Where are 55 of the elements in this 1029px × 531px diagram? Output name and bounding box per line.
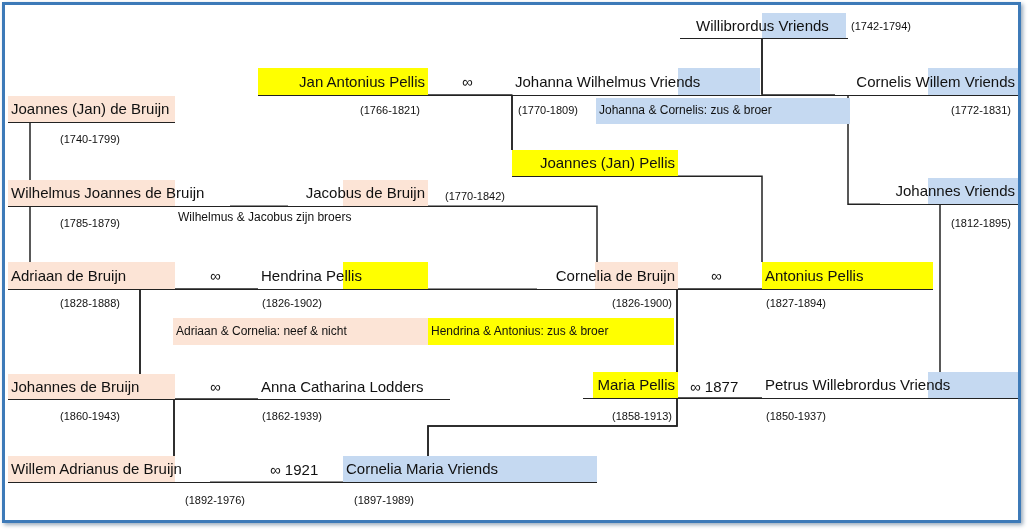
family-line (174, 288, 259, 290)
family-line (427, 205, 598, 263)
person-name: Johannes de Bruijn (8, 374, 175, 400)
note-banner: Johanna & Cornelis: zus & broer (596, 98, 850, 124)
date-label: (1826-1900) (612, 297, 672, 309)
person-name: Antonius Pellis (762, 262, 933, 290)
person-name: Joannes (Jan) Pellis (512, 150, 678, 177)
family-line (427, 288, 538, 290)
family-line (511, 95, 513, 151)
family-line (677, 397, 763, 399)
family-line (29, 206, 31, 263)
person-name: Cornelis Willem Vriends (835, 68, 1018, 96)
date-label: (1850-1937) (766, 410, 826, 422)
marriage-symbol: ∞ (462, 72, 473, 92)
person-name: Cornelia Maria Vriends (343, 456, 597, 483)
date-label: (1828-1888) (60, 297, 120, 309)
person-name: Jan Antonius Pellis (258, 68, 428, 96)
date-label: (1862-1939) (262, 410, 322, 422)
date-label: (1860-1943) (60, 410, 120, 422)
person-name: Anna Catharina Lodders (258, 374, 450, 400)
family-line (174, 398, 259, 400)
date-label: (1827-1894) (766, 297, 826, 309)
family-line (761, 94, 836, 96)
person-name: Johanna Wilhelmus Vriends (512, 68, 762, 96)
date-label: (1772-1831) (951, 104, 1011, 116)
date-label: (1770-1809) (518, 104, 578, 116)
date-label: (1785-1879) (60, 217, 120, 229)
date-label: (1742-1794) (851, 20, 911, 32)
marriage-symbol: ∞ (210, 266, 221, 286)
note-text: Wilhelmus & Jacobus zijn broers (178, 210, 352, 224)
note-banner: Adriaan & Cornelia: neef & nicht (173, 318, 428, 345)
family-line (427, 94, 513, 96)
family-line (209, 481, 344, 483)
person-name: Willibrordus Vriends (680, 13, 848, 39)
date-label: (1766-1821) (360, 104, 420, 116)
date-label: (1897-1989) (354, 494, 414, 506)
marriage-symbol: ∞ 1921 (270, 460, 319, 480)
person-name: Joannes (Jan) de Bruijn (8, 96, 175, 123)
person-name: Petrus Willebrordus Vriends (762, 372, 1018, 399)
date-label: (1858-1913) (612, 410, 672, 422)
marriage-symbol: ∞ (711, 266, 722, 286)
family-line (677, 288, 763, 290)
person-name: Adriaan de Bruijn (8, 262, 175, 290)
marriage-symbol: ∞ 1877 (690, 377, 739, 397)
family-line (677, 175, 763, 263)
date-label: (1892-1976) (185, 494, 245, 506)
date-label: (1812-1895) (951, 217, 1011, 229)
date-label: (1770-1842) (445, 190, 505, 202)
note-banner: Hendrina & Antonius: zus & broer (428, 318, 674, 345)
date-label: (1826-1902) (262, 297, 322, 309)
family-line (229, 205, 289, 207)
date-label: (1740-1799) (60, 133, 120, 145)
family-line (29, 122, 31, 181)
family-line (939, 204, 941, 373)
marriage-symbol: ∞ (210, 377, 221, 397)
